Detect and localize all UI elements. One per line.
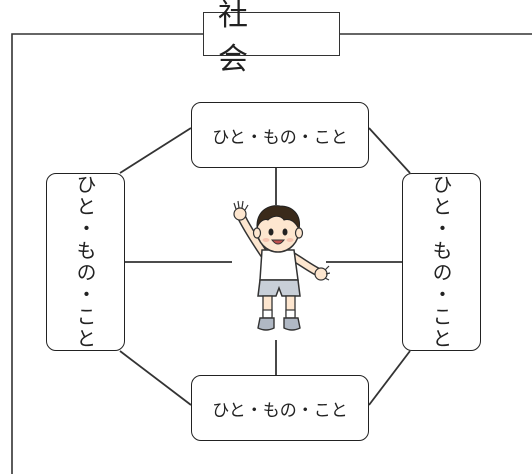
node-left-label: ひと・もの・こと [73,174,97,350]
child-shirt [259,249,299,281]
child-left-shoe [257,317,275,331]
child-shorts [257,279,301,297]
title-box: 社 会 [203,0,340,77]
child-illustration [233,200,330,331]
node-top-label: ひと・もの・こと [212,127,348,148]
child-open-hand [314,265,330,281]
child-right-eye [282,228,288,236]
node-right: ひと・もの・こと [402,173,481,351]
frame-border-left [11,33,203,474]
connector-bottom-left [119,350,192,406]
child-hair [256,205,301,232]
connector-bottom-right [368,350,411,406]
node-left: ひと・もの・こと [46,173,125,351]
connector-top-right [368,127,411,174]
child-right-shoe [283,317,301,331]
child-raised-hand [233,200,249,221]
node-bottom-label: ひと・もの・こと [212,400,348,421]
node-bottom: ひと・もの・こと [191,375,369,441]
child-left-eye [268,228,274,236]
node-top: ひと・もの・こと [191,102,369,168]
title-text: 社 会 [218,0,306,77]
child-smile [270,239,286,245]
child-head [252,205,304,253]
node-right-label: ひと・もの・こと [429,174,453,350]
connector-top-left [119,127,192,174]
